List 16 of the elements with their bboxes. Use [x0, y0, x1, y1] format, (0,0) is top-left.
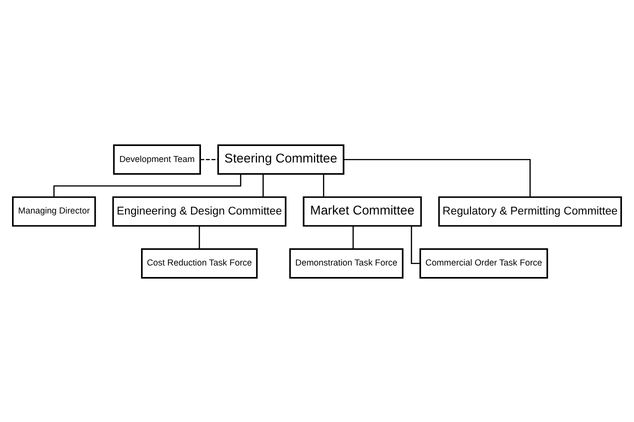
connector	[198, 225, 200, 249]
connector	[262, 174, 264, 197]
node-box: Development Team	[113, 144, 201, 174]
node-box: Demonstration Task Force	[289, 248, 404, 278]
connector	[322, 174, 324, 197]
connector	[344, 158, 531, 197]
node-box: Managing Director	[12, 196, 96, 226]
node-box: Cost Reduction Task Force	[141, 248, 258, 278]
node-box: Regulatory & Permitting Committee	[438, 196, 622, 226]
node-box: Engineering & Design Committee	[112, 196, 286, 226]
connector	[410, 225, 420, 264]
node-box: Commercial Order Task Force	[419, 248, 548, 278]
connector	[352, 225, 354, 249]
node-box: Market Committee	[302, 196, 422, 226]
connector	[200, 158, 218, 160]
node-box: Steering Committee	[217, 144, 344, 174]
